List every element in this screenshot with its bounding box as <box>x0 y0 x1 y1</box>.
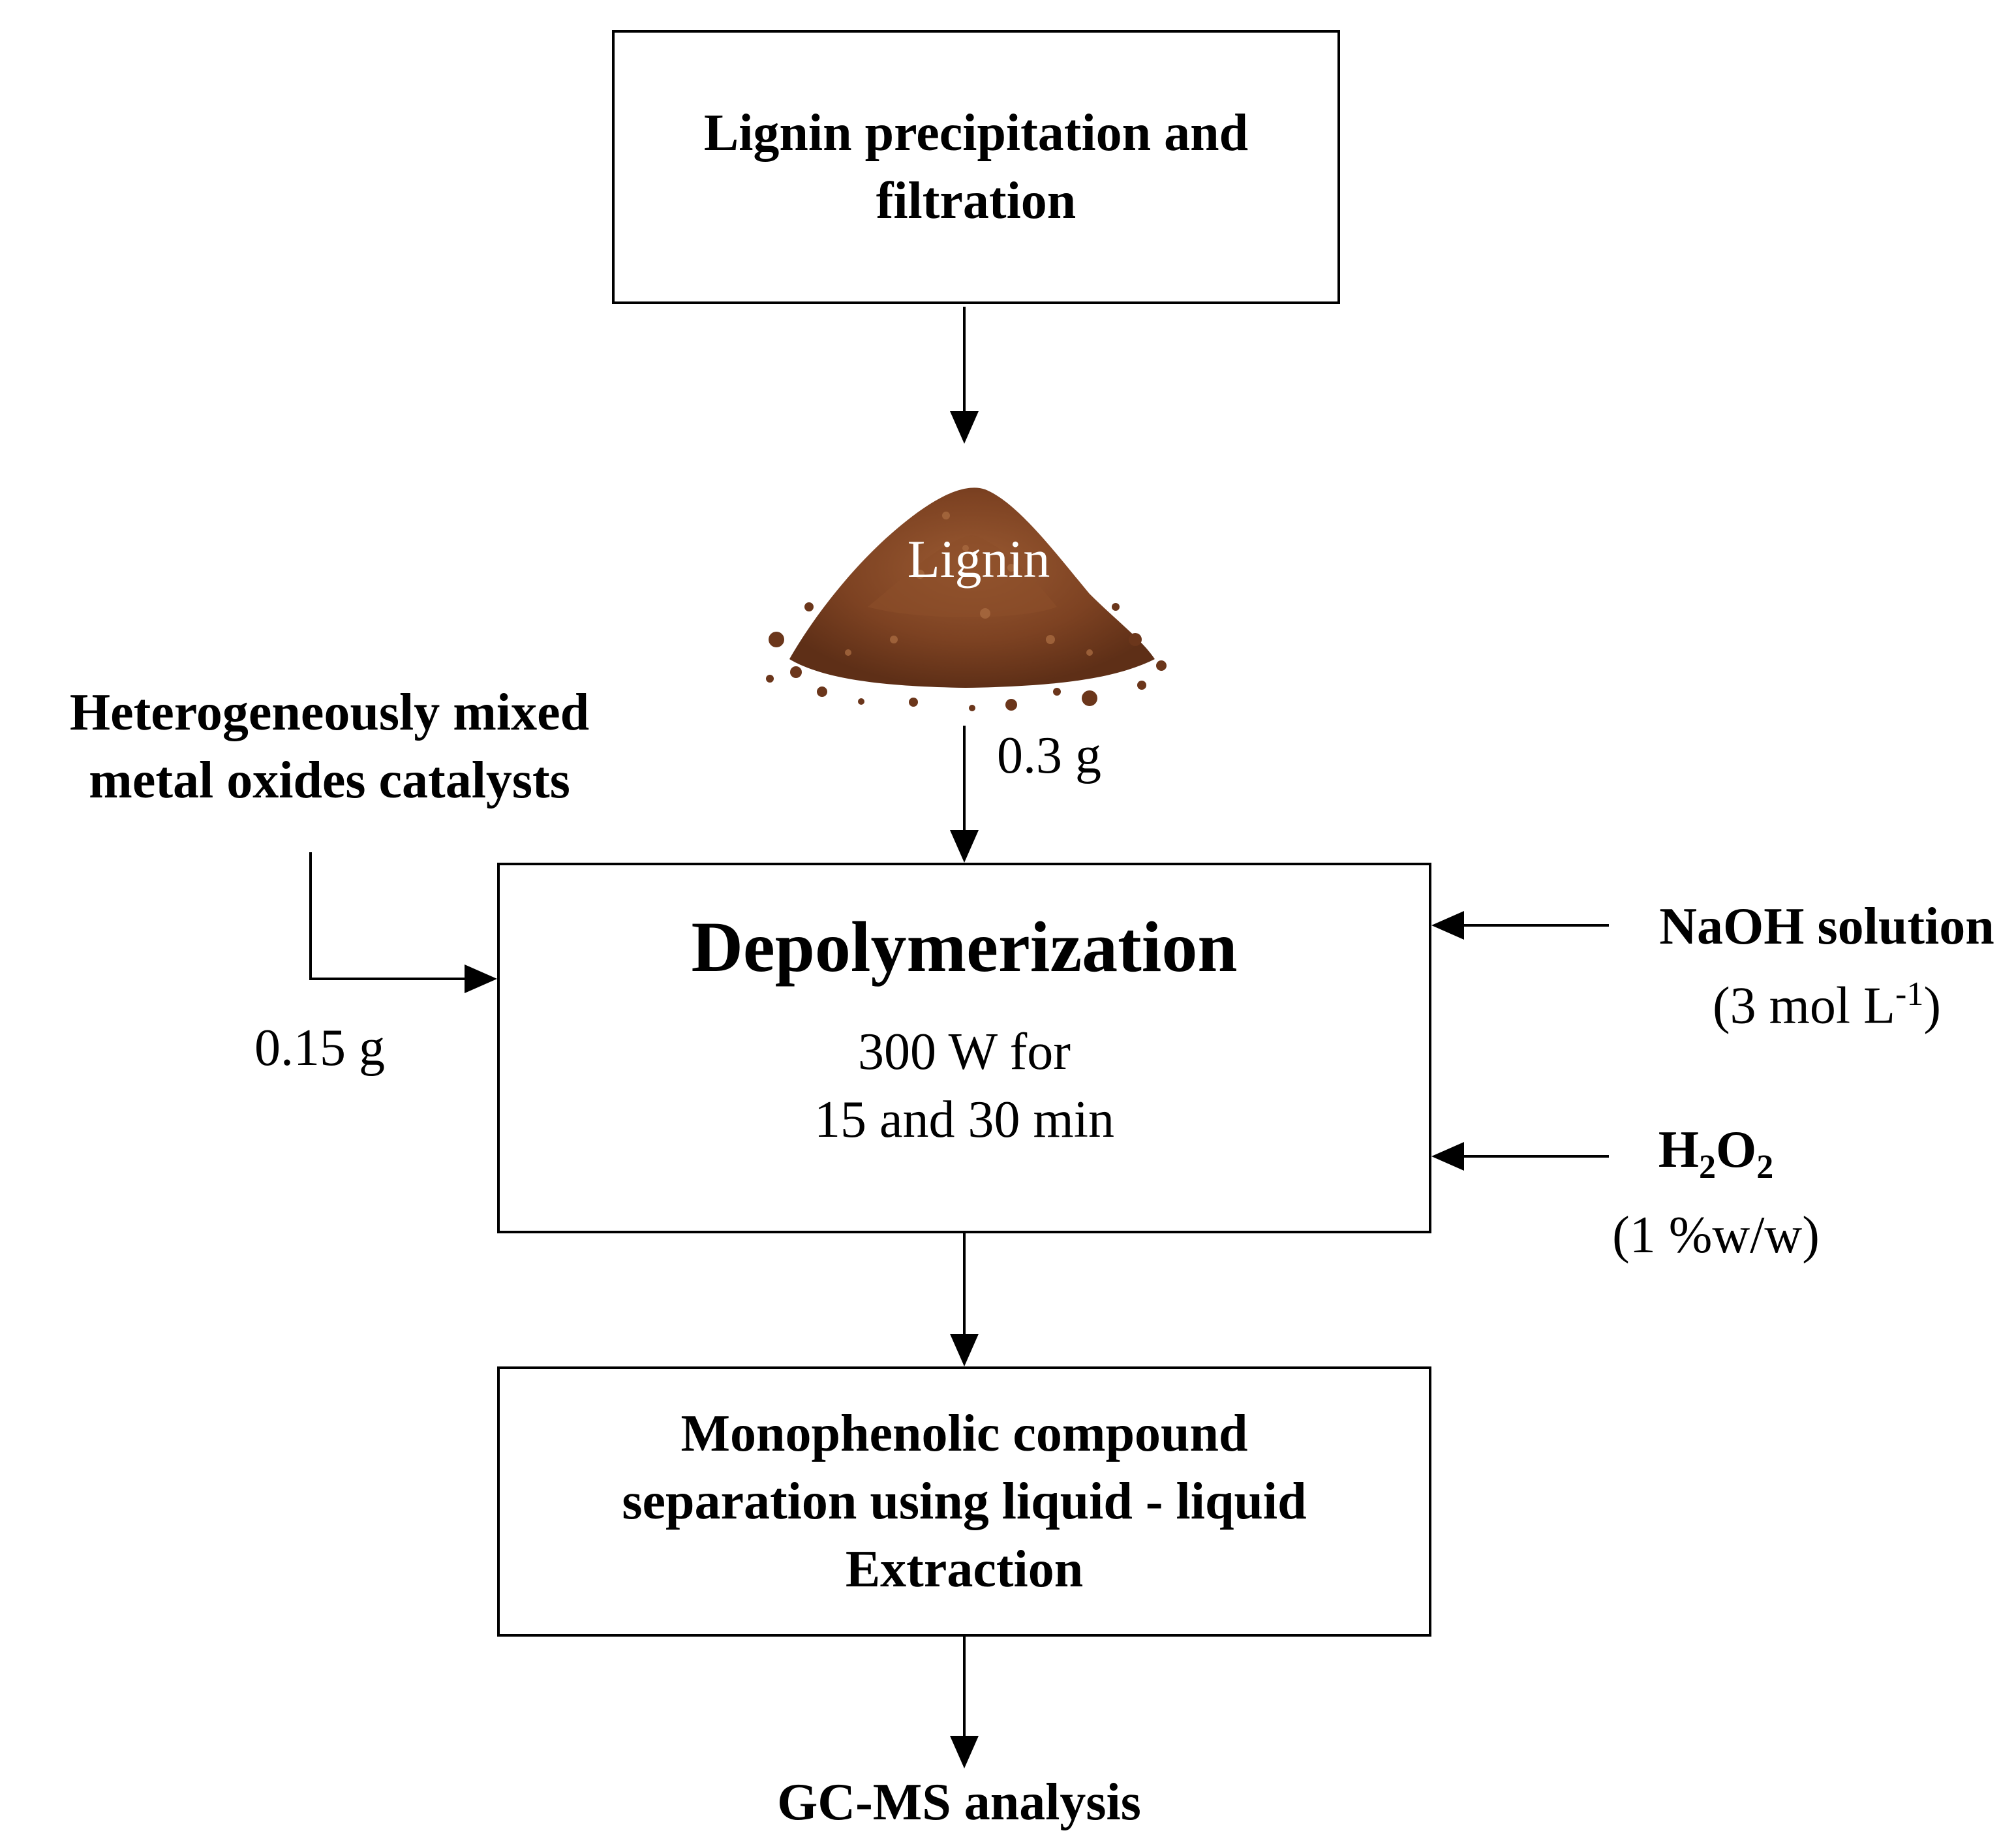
naoh-concentration: (3 mol L-1) <box>1598 961 2016 1040</box>
arrow-lignin-to-depolymerization <box>950 726 979 863</box>
separation-line-3: Extraction <box>845 1541 1084 1598</box>
catalyst-mass-label: 0.15 g <box>254 1019 385 1077</box>
separation-line-2: separation using liquid - liquid <box>622 1473 1307 1530</box>
depolymerization-line-2: 15 and 30 min <box>814 1091 1114 1149</box>
catalyst-line-1: Heterogeneously mixed <box>69 684 590 741</box>
naoh-conc-sup: -1 <box>1895 976 1924 1013</box>
lignin-precipitation-box: Lignin precipitation and filtration <box>612 30 1340 304</box>
h2o2-sub-2: 2 <box>1756 1149 1774 1186</box>
naoh-conc-suffix: ) <box>1923 977 1941 1035</box>
separation-box: Monophenolic compound separation using l… <box>497 1366 1431 1637</box>
naoh-label: NaOH solution (3 mol L-1) <box>1598 893 2016 1040</box>
arrow-depolymerization-to-separation <box>950 1233 979 1366</box>
h2o2-formula: H2O2 <box>1566 1116 1866 1201</box>
depolymerization-line-1: 300 W for <box>858 1023 1071 1081</box>
top-box-line-1: Lignin precipitation and <box>703 104 1249 162</box>
catalyst-label: Heterogeneously mixed metal oxides catal… <box>13 679 646 814</box>
depolymerization-title: Depolymerization <box>691 907 1238 987</box>
h2o2-label: H2O2 (1 %w/w) <box>1566 1116 1866 1269</box>
arrow-separation-to-analysis <box>950 1637 979 1768</box>
depolymerization-conditions: 300 W for 15 and 30 min <box>814 1018 1114 1154</box>
naoh-name: NaOH solution <box>1659 898 1994 955</box>
top-box-line-2: filtration <box>876 172 1077 230</box>
arrow-catalyst-to-depolymerization <box>309 852 497 993</box>
lignin-powder-image <box>766 487 1167 711</box>
h2o2-o: O <box>1716 1121 1757 1179</box>
naoh-conc-prefix: (3 mol L <box>1713 977 1895 1035</box>
catalyst-line-2: metal oxides catalysts <box>89 752 570 809</box>
h2o2-h: H <box>1658 1121 1699 1179</box>
separation-line-1: Monophenolic compound <box>680 1405 1248 1462</box>
gcms-analysis-label: GC-MS analysis <box>777 1774 1141 1831</box>
arrow-h2o2-to-depolymerization <box>1431 1142 1609 1171</box>
lignin-mass-label: 0.3 g <box>997 727 1101 784</box>
h2o2-concentration: (1 %w/w) <box>1612 1207 1820 1264</box>
lignin-label: Lignin <box>907 529 1050 589</box>
arrow-top-to-lignin <box>950 307 979 444</box>
arrow-naoh-to-depolymerization <box>1431 911 1609 940</box>
depolymerization-box: Depolymerization 300 W for 15 and 30 min <box>497 863 1431 1233</box>
h2o2-sub-1: 2 <box>1699 1149 1716 1186</box>
